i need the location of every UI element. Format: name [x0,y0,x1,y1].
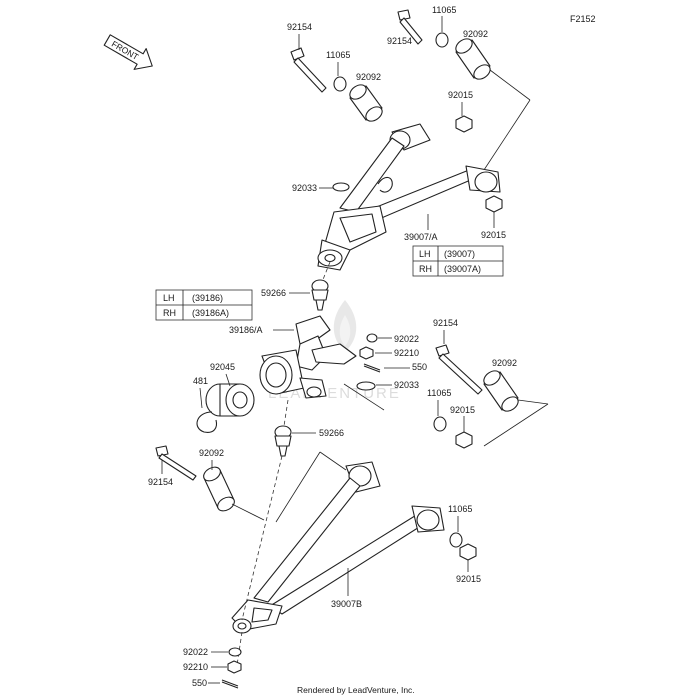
upper-a-arm [317,123,501,271]
callout-92092: 92092 [199,448,224,458]
table-side: RH [163,308,176,318]
upper-bushing-a [349,84,383,122]
callout-92015: 92015 [450,405,475,415]
table-part: (39007A) [444,264,481,274]
table-part: (39186A) [192,308,229,318]
knuckle-washer [366,333,378,343]
callout-92045: 92045 [210,362,235,372]
callout-92022: 92022 [183,647,208,657]
callout-11065: 11065 [448,504,472,514]
table-side: RH [419,264,432,274]
callout-92015: 92015 [448,90,473,100]
upper-ball-joint [311,279,329,311]
lower-a-arm [231,451,445,634]
lower-ball-joint [274,425,292,457]
table-part: (39007) [444,249,475,259]
lower-washer-rear [449,532,463,548]
credit-text: Rendered by LeadVenture, Inc. [297,685,415,695]
callout-92154: 92154 [287,22,312,32]
lower-nut-right [455,431,473,449]
lower-bolt-right [435,344,483,395]
callout-59266: 59266 [261,288,286,298]
callout-92092: 92092 [492,358,517,368]
table-side: LH [163,293,175,303]
upper-bolt-a [290,47,327,93]
figure-id: F2152 [570,14,596,24]
knuckle-castle-nut [359,346,374,360]
callout-92154: 92154 [148,477,173,487]
callout-92033: 92033 [292,183,317,193]
lower-nut-rear [459,543,477,561]
callout-92154: 92154 [433,318,458,328]
upper-snap-ring [332,182,350,192]
callout-92015: 92015 [456,574,481,584]
callout-39007: 39007B [331,599,362,609]
table-part: (39186) [192,293,223,303]
lower-cotter-pin [221,679,239,689]
callout-481: 481 [193,376,208,386]
upper-nut-a [455,115,473,133]
upper-washer-b [435,32,449,48]
callout-550: 550 [412,362,427,372]
callout-11065: 11065 [326,50,350,60]
callout-92092: 92092 [463,29,488,39]
front-arrow-icon: FRONT [103,34,153,70]
lower-washer [228,647,242,657]
upper-bolt-b [397,9,423,45]
callout-92092: 92092 [356,72,381,82]
table-side: LH [419,249,431,259]
upper-nut-b [485,195,503,213]
callout-92022: 92022 [394,334,419,344]
lower-bolt-left [155,445,197,481]
callout-92210: 92210 [394,348,419,358]
lower-washer-right [433,416,447,432]
callout-39186: 39186/A [229,325,263,335]
callout-550: 550 [192,678,207,688]
callout-59266: 59266 [319,428,344,438]
callout-11065: 11065 [427,388,451,398]
steering-knuckle [259,315,357,399]
circlip [196,411,218,433]
knuckle-variant-table: LH (39186) RH (39186A) [155,289,253,321]
knuckle-snap-ring [356,381,376,391]
upper-bushing-b [455,38,491,80]
knuckle-cotter-pin [363,363,381,373]
wheel-bearing [205,383,255,417]
lower-bushing-left [203,466,235,512]
lower-castle-nut [227,660,242,674]
lower-bushing-right [483,370,519,412]
upper-arm-variant-table: LH (39007) RH (39007A) [412,245,504,277]
callout-11065: 11065 [432,5,456,15]
callout-92154: 92154 [387,36,412,46]
callout-92015: 92015 [481,230,506,240]
callout-39007: 39007/A [404,232,438,242]
callout-92033: 92033 [394,380,419,390]
upper-washer-a [333,76,347,92]
callout-92210: 92210 [183,662,208,672]
